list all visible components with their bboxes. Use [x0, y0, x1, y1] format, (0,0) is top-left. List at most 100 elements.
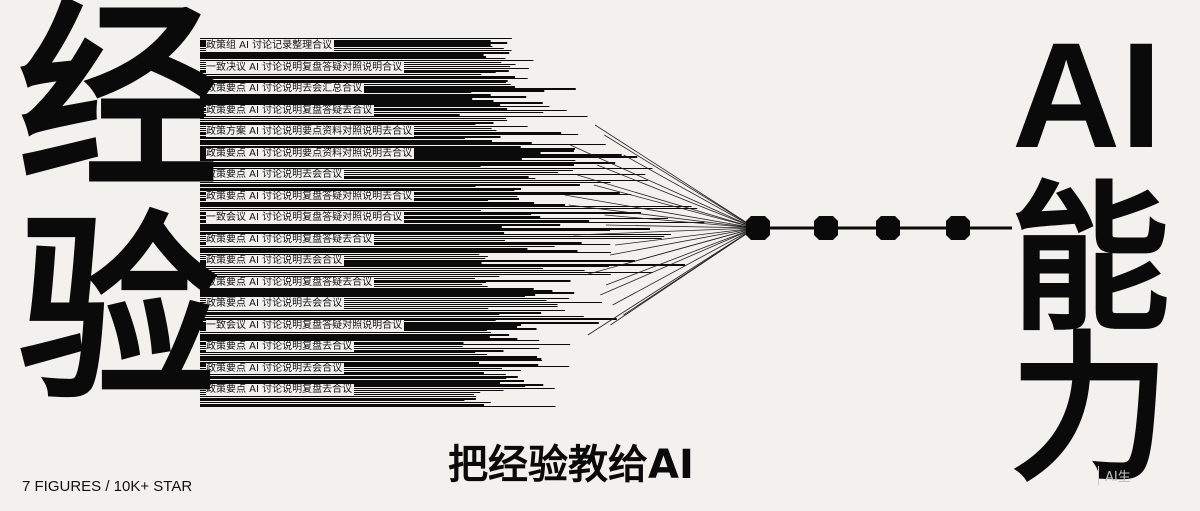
fan-line	[609, 227, 756, 256]
streak-line	[200, 42, 508, 44]
streak-line	[200, 178, 536, 179]
streak-line	[200, 80, 508, 82]
streak-line	[200, 208, 698, 209]
streak-line	[200, 38, 512, 39]
streak-line	[200, 242, 582, 244]
fan-line	[623, 154, 756, 229]
text-snippet: 政策要点 AI 讨论说明复盘去合议	[206, 384, 355, 395]
streak-line	[200, 360, 543, 361]
streak-line	[200, 366, 570, 367]
streak-line	[200, 218, 668, 219]
streak-line	[200, 380, 524, 382]
streak-line	[200, 168, 653, 169]
streak-line	[200, 142, 532, 144]
streak-line	[200, 244, 611, 245]
text-snippet: 政策要点 AI 讨论说明去会合议	[206, 255, 345, 266]
streak-line	[200, 266, 610, 267]
streak-line	[200, 160, 576, 161]
headline-char-yan: 验	[18, 195, 219, 428]
streak-line	[200, 102, 543, 104]
streak-line	[200, 370, 521, 371]
streak-line	[200, 74, 482, 75]
streak-line	[200, 294, 536, 296]
streak-line	[200, 302, 602, 303]
streak-line	[200, 402, 491, 403]
streak-line	[200, 176, 529, 178]
text-snippet: 一致决议 AI 讨论说明复盘答疑对照说明合议	[206, 61, 405, 73]
text-snippet: 政策要点 AI 讨论说明去会合议	[206, 298, 345, 309]
streak-line	[200, 98, 473, 100]
streak-line	[200, 292, 575, 294]
fan-line	[604, 134, 756, 229]
streak-line	[200, 194, 632, 195]
streak-line	[200, 344, 571, 345]
streak-line	[200, 222, 705, 223]
streak-line	[200, 396, 477, 397]
streak-line	[200, 254, 480, 255]
streak-line	[200, 358, 542, 360]
headline-char-jing: 经	[18, 0, 219, 216]
subtitle: 把经验教给AI	[448, 442, 694, 488]
streak-line	[200, 202, 535, 204]
streak-line	[200, 140, 492, 142]
streak-line	[200, 138, 465, 139]
streak-line	[200, 146, 521, 148]
fan-line	[605, 227, 756, 286]
streak-line	[200, 268, 543, 269]
streak-line	[200, 174, 646, 175]
streak-line	[200, 204, 566, 206]
streak-line	[200, 46, 493, 47]
fan-line	[564, 194, 756, 229]
streak-line	[200, 60, 534, 61]
streak-line	[200, 306, 558, 307]
fan-line	[587, 227, 756, 336]
streak-line	[200, 212, 641, 214]
streak-line	[200, 374, 506, 375]
text-snippet: 政策要点 AI 讨论说明要点资料对照说明去合议	[206, 147, 415, 159]
fan-line	[594, 124, 756, 229]
streak-line	[200, 378, 507, 379]
streak-line	[200, 182, 611, 183]
streak-line	[200, 248, 528, 250]
fan-line	[568, 204, 756, 229]
fan-line	[573, 227, 756, 236]
streak-line	[200, 124, 476, 125]
fan-line	[605, 224, 756, 229]
streak-line	[200, 318, 617, 320]
streak-line	[200, 348, 540, 349]
streak-line	[200, 238, 662, 239]
streak-line	[200, 280, 571, 282]
text-snippet: 政策要点 AI 讨论说明复盘答疑去合议	[206, 233, 375, 245]
fan-line	[600, 227, 756, 296]
fan-line	[570, 144, 756, 229]
streak-line	[200, 78, 528, 79]
streak-line	[200, 270, 585, 271]
streak-line	[200, 44, 491, 46]
streak-line	[200, 186, 476, 187]
streak-line	[200, 228, 651, 230]
streak-line	[200, 246, 555, 247]
streak-line	[200, 368, 502, 369]
streak-line	[200, 180, 648, 181]
streak-line	[200, 48, 504, 49]
streak-line	[200, 382, 501, 384]
streak-line	[200, 94, 491, 96]
streak-line	[200, 288, 534, 290]
streak-line	[200, 232, 505, 234]
streak-line	[200, 338, 518, 340]
text-snippet: 政策方案 AI 讨论说明要点资料对照说明去合议	[206, 126, 415, 137]
streak-line	[200, 272, 653, 273]
streak-line	[200, 386, 526, 387]
streak-line	[200, 376, 518, 378]
streak-line	[200, 144, 606, 145]
streak-line	[200, 352, 476, 353]
streak-line	[200, 40, 491, 42]
chain-node-icon	[746, 216, 770, 240]
text-snippet: 政策要点 AI 讨论说明去会汇总合议	[206, 83, 365, 94]
streak-line	[200, 312, 542, 314]
streak-line	[200, 116, 588, 117]
fan-line	[593, 184, 756, 229]
text-snippet: 政策要点 AI 讨论说明复盘答疑对照说明去合议	[206, 190, 415, 202]
streak-line	[200, 274, 611, 275]
streak-line	[200, 170, 573, 171]
